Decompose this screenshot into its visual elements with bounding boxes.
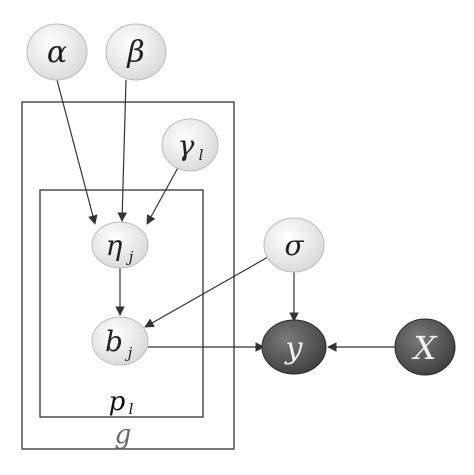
node-gamma: γ l xyxy=(161,118,219,172)
node-b-label: b xyxy=(105,325,123,358)
node-b-subscript: j xyxy=(125,344,133,362)
node-gamma-label: γ xyxy=(178,129,195,162)
node-y-observed: y xyxy=(261,319,327,375)
edge-beta-to-eta xyxy=(117,79,128,222)
node-alpha: α xyxy=(26,23,88,81)
node-eta-label: η xyxy=(106,229,123,262)
node-X-label: X xyxy=(411,329,438,367)
node-alpha-label: α xyxy=(47,35,67,70)
node-sigma: σ xyxy=(263,217,325,273)
node-beta-label: β xyxy=(126,35,144,70)
node-eta: η j xyxy=(91,221,149,269)
edge-sigma-to-b xyxy=(144,256,269,328)
outer-plate-g xyxy=(21,101,235,450)
outer-plate-label: g xyxy=(115,420,132,450)
inner-plate-label-subscript: l xyxy=(129,400,134,418)
node-gamma-subscript: l xyxy=(199,146,204,164)
inner-plate-label: p xyxy=(109,387,126,417)
inner-plate-p xyxy=(39,189,204,418)
node-beta: β xyxy=(105,23,167,81)
node-sigma-label: σ xyxy=(284,229,304,262)
edge-gamma-to-eta xyxy=(146,163,181,225)
node-b: b j xyxy=(91,316,149,366)
node-X-observed: X xyxy=(394,318,456,376)
node-y-label: y xyxy=(284,331,304,366)
edge-alpha-to-eta xyxy=(56,79,98,225)
node-eta-subscript: j xyxy=(126,248,134,266)
